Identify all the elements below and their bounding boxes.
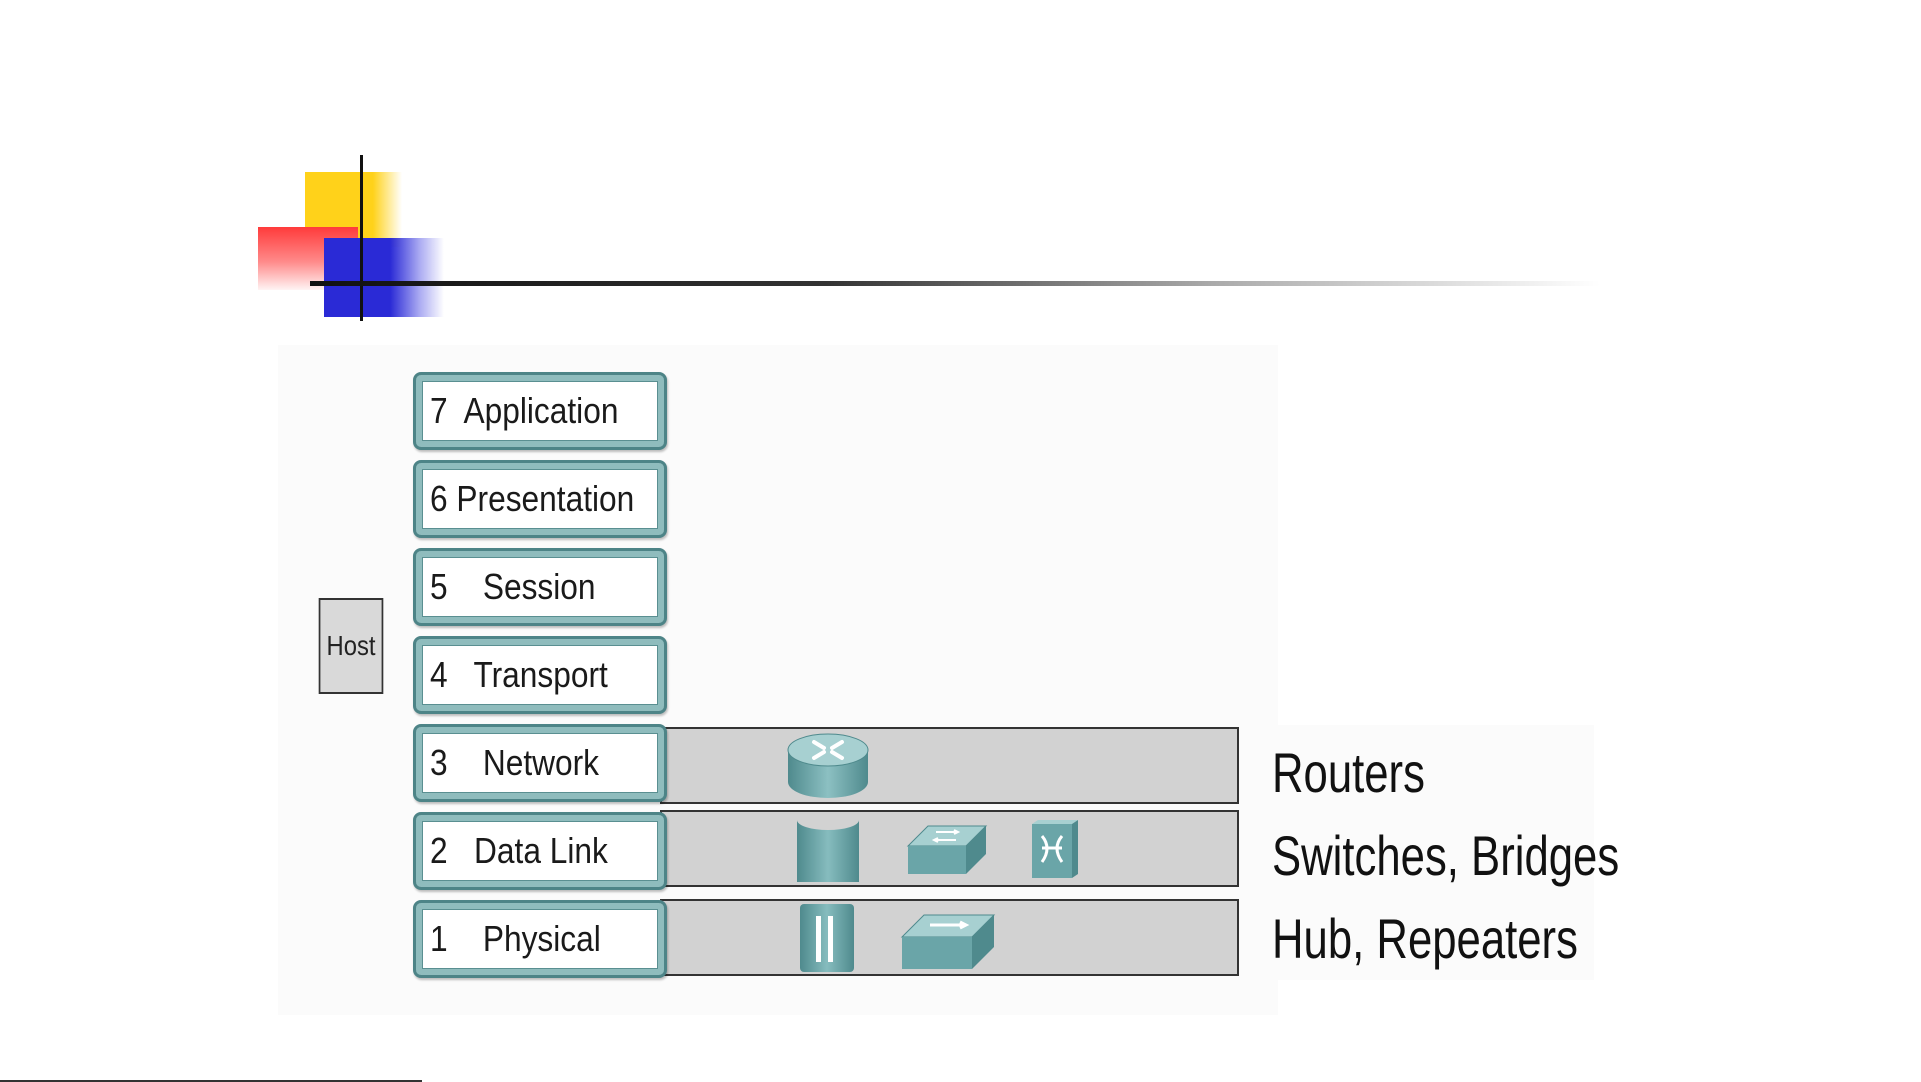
layer-label: 5 Session: [430, 551, 596, 623]
layer-label: 7 Application: [430, 375, 618, 447]
layer-label: 6 Presentation: [430, 463, 634, 535]
atm-switch-icon: [1030, 818, 1078, 880]
layer-session: 5 Session: [413, 548, 667, 626]
layer-label: 3 Network: [430, 727, 599, 799]
layer-transport: 4 Transport: [413, 636, 667, 714]
layer-network: 3 Network: [413, 724, 667, 802]
layer-label: 4 Transport: [430, 639, 608, 711]
router-icon: [786, 730, 870, 802]
switch-icon: [906, 822, 988, 876]
hub-repeaters-label: Hub, Repeaters: [1272, 906, 1578, 971]
switches-bridges-label: Switches, Bridges: [1272, 823, 1619, 888]
layer-label: 2 Data Link: [430, 815, 608, 887]
layer-physical: 1 Physical: [413, 900, 667, 978]
header-horizontal-rule: [310, 281, 1600, 286]
layer-presentation: 6 Presentation: [413, 460, 667, 538]
layer-label: 1 Physical: [430, 903, 601, 975]
host-label: Host: [327, 630, 376, 662]
layer-application: 7 Application: [413, 372, 667, 450]
hub-icon: [900, 911, 996, 973]
header-blue-square: [324, 238, 444, 317]
routers-label: Routers: [1272, 740, 1425, 805]
network-layer-band: [660, 727, 1239, 804]
layer-data-link: 2 Data Link: [413, 812, 667, 890]
repeater-icon: [798, 902, 856, 974]
bridge-icon: [795, 812, 861, 888]
header-vertical-rule: [360, 155, 363, 321]
host-box: Host: [319, 598, 384, 694]
